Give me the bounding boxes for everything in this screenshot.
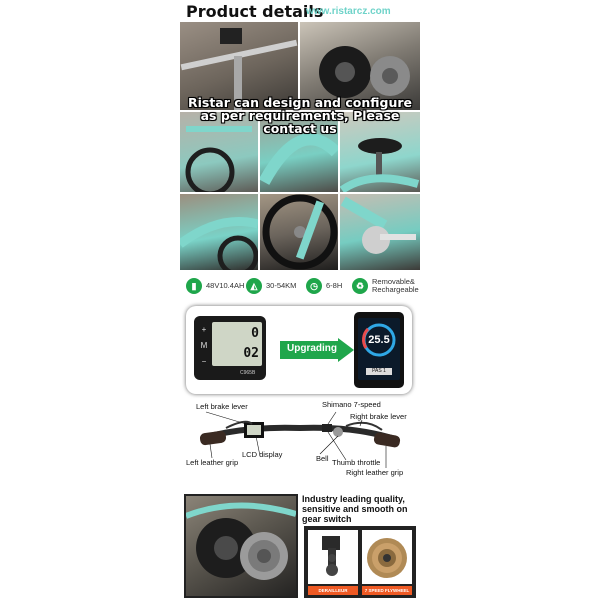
handlebar-diagram: Left brake lever Shimano 7-speed Right b… (186, 398, 414, 478)
upgrade-arrow-label: Upgrading (287, 343, 337, 354)
motor-photo-shapes (319, 46, 410, 98)
page-title: Product details (186, 2, 324, 21)
website-url[interactable]: www.ristarcz.com (306, 6, 391, 17)
photo-fender (260, 112, 338, 192)
label-left-brake: Left brake lever (196, 402, 248, 411)
spec-battery: ▮ 48V10.4AH (186, 276, 244, 296)
old-lcd-value-top: 0 (251, 326, 259, 341)
photo-handlebar (180, 22, 298, 110)
old-lcd-value-bottom: 02 (243, 346, 259, 361)
handlebar-photo-shapes (180, 28, 298, 110)
rack-photo-shapes (185, 126, 252, 192)
new-display-screen: 25.5 PAS 1 (358, 318, 400, 380)
wheel-photo-shapes (262, 194, 338, 270)
battery-icon: ▮ (186, 278, 202, 294)
upgrade-arrow: Upgrading (280, 338, 354, 362)
derailleur-caption: DERAILLEUR (308, 586, 358, 595)
photo-rear-rack (180, 112, 258, 192)
label-right-grip: Right leather grip (346, 468, 404, 477)
photo-motor (300, 22, 420, 110)
label-right-brake: Right brake lever (350, 412, 407, 421)
spec-battery-label: 48V10.4AH (206, 281, 245, 290)
photo-frame (180, 194, 258, 270)
old-lcd-screen: 0 02 (212, 322, 262, 366)
spec-range: ◭ 30-54KM (246, 276, 296, 296)
old-lcd-display: + M − 0 02 C965B (194, 316, 266, 380)
flywheel-image (362, 530, 412, 584)
fender-photo-shapes (260, 133, 338, 185)
label-thumb-throttle: Thumb throttle (332, 458, 381, 467)
spec-removable-label: Removable& Rechargeable (372, 277, 419, 294)
frame-photo-shapes (180, 217, 258, 270)
flywheel-icon (367, 538, 407, 578)
spec-strip: ▮ 48V10.4AH ◭ 30-54KM ◷ 6-8H ♻ Removable… (180, 272, 420, 300)
flywheel-caption: 7 SPEED FLYWHEEL (362, 586, 412, 595)
quality-text: Industry leading quality, sensitive and … (302, 494, 408, 524)
contact-overlay-text: Ristar can design and configure as per r… (187, 95, 412, 136)
mode-button: M (200, 341, 208, 350)
label-lcd-display: LCD display (242, 450, 283, 459)
crank-photo-shapes (340, 196, 416, 254)
header: Product details www.ristarcz.com (180, 0, 420, 22)
derailleur-icon (322, 536, 340, 576)
plus-button: + (201, 325, 207, 334)
clock-icon: ◷ (306, 278, 322, 294)
new-color-display: 25.5 PAS 1 (354, 312, 404, 388)
spec-charge-time-label: 6-8H (326, 281, 343, 290)
photo-wheel (260, 194, 338, 270)
recycle-icon: ♻ (352, 278, 368, 294)
spec-charge-time: ◷ 6-8H (306, 276, 342, 296)
speed-readout: 25.5 (368, 334, 390, 346)
photo-rear-hub-motor (184, 494, 298, 598)
arrow-right-icon (280, 338, 354, 362)
derailleur-image (308, 530, 358, 584)
hub-motor-shapes (186, 502, 296, 580)
display-upgrade-panel: + M − 0 02 C965B Upgrading 25.5 PAS 1 (186, 306, 412, 394)
label-left-grip: Left leather grip (186, 458, 239, 467)
handlebar-drawing (199, 411, 401, 468)
label-shimano: Shimano 7-speed (322, 400, 381, 409)
pas-level: PAS 1 (366, 368, 392, 375)
old-lcd-model: C965B (240, 370, 256, 376)
range-icon: ◭ (246, 278, 262, 294)
parts-panel: DERAILLEUR 7 SPEED FLYWHEEL (304, 526, 416, 598)
minus-button: − (201, 357, 207, 366)
saddle-photo-shapes (340, 138, 420, 192)
spec-removable: ♻ Removable& Rechargeable (352, 276, 420, 296)
spec-range-label: 30-54KM (266, 281, 297, 290)
photo-saddle (340, 112, 420, 192)
photo-crank (340, 194, 420, 270)
label-bell: Bell (316, 454, 329, 463)
speed-ring-icon (362, 323, 396, 357)
